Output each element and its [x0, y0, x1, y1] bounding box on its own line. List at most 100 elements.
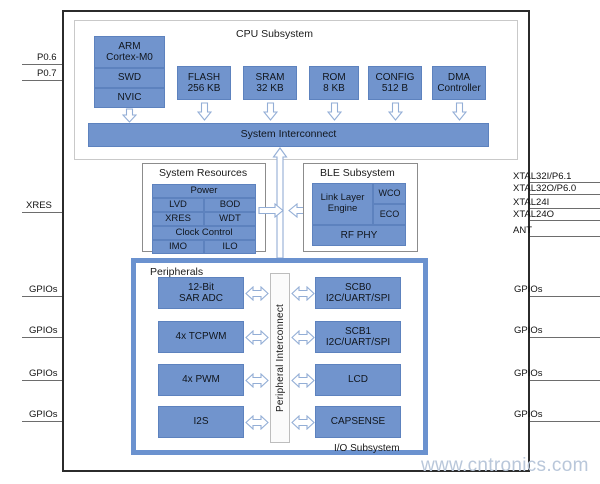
rf-phy-block: RF PHY: [312, 225, 406, 246]
system-resources-title: System Resources: [159, 167, 248, 179]
i2s-block: I2S: [158, 406, 244, 438]
pin-label-gpios-left-1: GPIOs: [29, 284, 58, 295]
pin-label-xres: XRES: [26, 200, 52, 211]
pin-label-gpios-right-4: GPIOs: [514, 409, 543, 420]
arm-label: ARM: [118, 40, 141, 52]
rom-label: ROM: [322, 71, 346, 83]
eco-block: ECO: [373, 204, 406, 225]
scb0-line2: I2C/UART/SPI: [325, 293, 391, 304]
arrow-sysres-right: [258, 203, 284, 218]
arrow-flash-to-interconnect: [197, 102, 212, 121]
power-block: Power: [152, 184, 256, 198]
pin-label-gpios-left-2: GPIOs: [29, 325, 58, 336]
pin-label-xtal32i: XTAL32I/P6.1: [513, 171, 572, 182]
scb1-line2: I2C/UART/SPI: [325, 337, 391, 348]
dma-controller-label: Controller: [437, 83, 481, 94]
swd-label: SWD: [117, 72, 142, 84]
pin-label-p0-6: P0.6: [37, 52, 57, 63]
tcpwm-block: 4x TCPWM: [158, 321, 244, 353]
pwm-label: 4x PWM: [182, 374, 220, 386]
imo-block: IMO: [152, 240, 204, 254]
pin-label-gpios-right-3: GPIOs: [514, 368, 543, 379]
flash-size: 256 KB: [187, 83, 221, 94]
wdt-label: WDT: [219, 212, 241, 224]
sar-adc-block: 12-Bit SAR ADC: [158, 277, 244, 309]
capsense-label: CAPSENSE: [330, 416, 386, 428]
capsense-block: CAPSENSE: [315, 406, 401, 438]
clock-control-block: Clock Control: [152, 226, 256, 240]
dma-label: DMA: [447, 71, 471, 83]
lcd-label: LCD: [347, 374, 368, 386]
xres-label: XRES: [165, 212, 191, 224]
nvic-label: NVIC: [117, 92, 142, 104]
sar-adc-line1: 12-Bit: [187, 281, 215, 293]
wco-label: WCO: [378, 188, 401, 199]
arrow-lcd-bus: [291, 373, 315, 388]
ilo-block: ILO: [204, 240, 256, 254]
scb0-line1: SCB0: [344, 281, 372, 293]
tcpwm-label: 4x TCPWM: [175, 331, 227, 343]
bod-label: BOD: [219, 198, 241, 210]
nvic-block: NVIC: [94, 88, 165, 108]
ble-subsystem-title: BLE Subsystem: [320, 167, 395, 179]
pin-label-ant: ANT: [513, 225, 532, 236]
arrow-core-to-interconnect: [122, 108, 137, 123]
arrow-sar-adc-bus: [245, 286, 269, 301]
imo-label: IMO: [169, 240, 187, 252]
peripherals-title: Peripherals: [150, 266, 204, 278]
rom-size: 8 KB: [323, 83, 345, 94]
config-size: 512 B: [381, 83, 409, 94]
dma-controller-block: DMA Controller: [432, 66, 486, 100]
link-layer-engine-block: Link Layer Engine: [312, 183, 373, 225]
arrow-scb1-bus: [291, 330, 315, 345]
arrow-capsense-bus: [291, 415, 315, 430]
sram-block: SRAM 32 KB: [243, 66, 297, 100]
peripheral-interconnect-bar: Peripheral Interconnect: [270, 273, 290, 443]
power-label: Power: [190, 184, 218, 196]
arrow-i2s-bus: [245, 415, 269, 430]
pin-label-gpios-right-2: GPIOs: [514, 325, 543, 336]
system-interconnect-label: System Interconnect: [240, 128, 337, 141]
clock-control-label: Clock Control: [175, 226, 233, 238]
arrow-dma-to-interconnect: [452, 102, 467, 121]
arrow-rom-to-interconnect: [327, 102, 342, 121]
engine-label: Engine: [327, 203, 358, 214]
watermark: www.cntronics.com: [421, 455, 589, 476]
arrow-tcpwm-bus: [245, 330, 269, 345]
xres-block: XRES: [152, 212, 204, 226]
io-subsystem-label: I/O Subsystem: [334, 443, 400, 454]
sram-size: 32 KB: [256, 83, 284, 94]
scb0-block: SCB0 I2C/UART/SPI: [315, 277, 401, 309]
pin-label-gpios-left-4: GPIOs: [29, 409, 58, 420]
pin-label-gpios-right-1: GPIOs: [514, 284, 543, 295]
bod-block: BOD: [204, 198, 256, 212]
flash-block: FLASH 256 KB: [177, 66, 231, 100]
lvd-label: LVD: [169, 198, 187, 210]
lcd-block: LCD: [315, 364, 401, 396]
wdt-block: WDT: [204, 212, 256, 226]
config-block: CONFIG 512 B: [368, 66, 422, 100]
pin-label-gpios-left-3: GPIOs: [29, 368, 58, 379]
peripheral-interconnect-label: Peripheral Interconnect: [274, 304, 286, 412]
arm-cortex-m0-block: ARM Cortex-M0: [94, 36, 165, 68]
sar-adc-line2: SAR ADC: [179, 293, 223, 304]
flash-label: FLASH: [187, 71, 221, 83]
scb1-line1: SCB1: [344, 325, 372, 337]
pwm-block: 4x PWM: [158, 364, 244, 396]
pin-label-xtal24i: XTAL24I: [513, 197, 550, 208]
arrow-pwm-bus: [245, 373, 269, 388]
lvd-block: LVD: [152, 198, 204, 212]
eco-label: ECO: [379, 209, 400, 220]
cpu-subsystem-title: CPU Subsystem: [236, 28, 314, 40]
wco-block: WCO: [373, 183, 406, 204]
pin-label-xtal32o: XTAL32O/P6.0: [513, 183, 577, 194]
swd-block: SWD: [94, 68, 165, 88]
arrow-sram-to-interconnect: [263, 102, 278, 121]
sram-label: SRAM: [255, 71, 285, 83]
arrow-scb0-bus: [291, 286, 315, 301]
rf-phy-label: RF PHY: [340, 229, 378, 241]
config-label: CONFIG: [375, 71, 415, 83]
scb1-block: SCB1 I2C/UART/SPI: [315, 321, 401, 353]
pin-label-p0-7: P0.7: [37, 68, 57, 79]
